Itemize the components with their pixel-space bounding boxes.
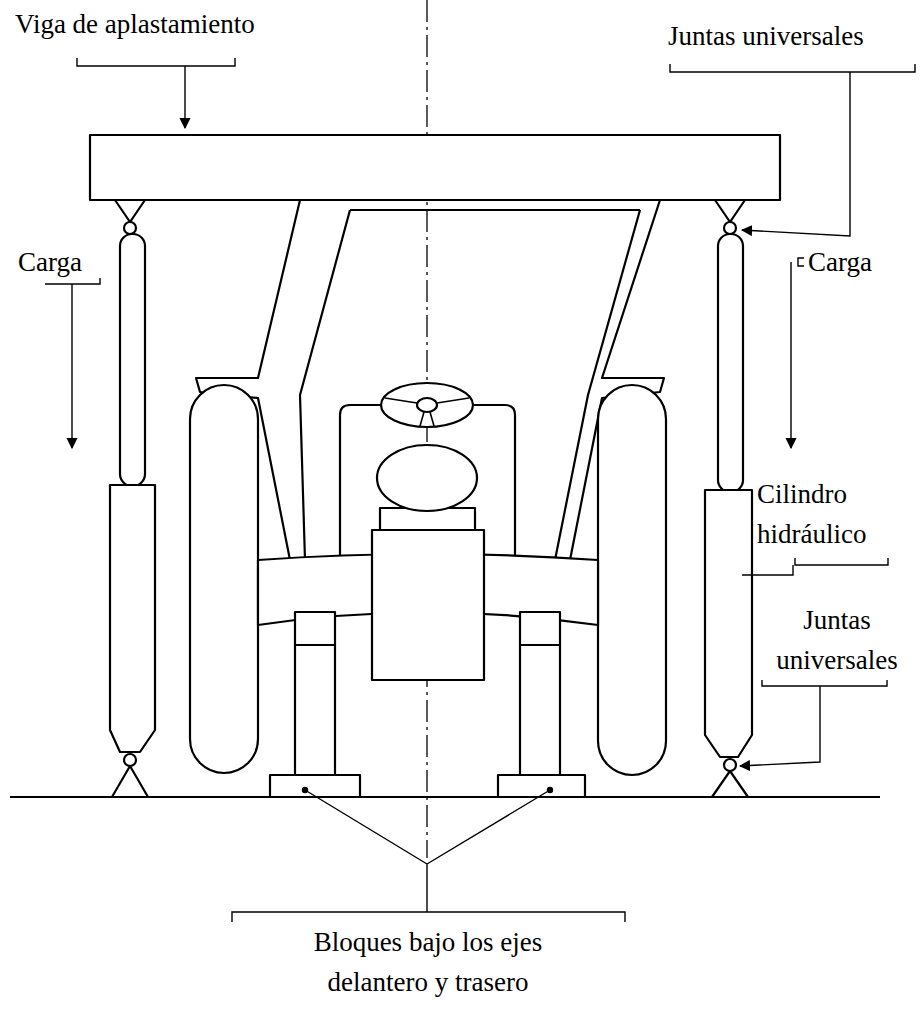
universal-joint [124,754,136,766]
leader-line [742,558,888,575]
part-label: Juntas universales [762,600,912,680]
rops-left-inner [300,210,350,560]
joint-bracket [115,200,145,222]
hydraulic-cylinder [705,490,752,757]
joint-bracket [112,766,148,797]
block [270,775,360,797]
part-label: Carga [808,242,872,282]
part-label: Bloques bajo los ejes delantero y traser… [263,922,593,1002]
cylinder-rod [120,234,145,486]
rops-top-inner [350,209,640,211]
center-line [426,0,427,858]
steering-hub [417,398,437,412]
cylinder-rod [718,234,743,492]
leader-line [77,58,235,128]
universal-joint [124,222,136,234]
universal-joint [724,759,736,771]
crush-beam [90,135,780,200]
axle-stand [295,612,335,775]
seat [377,445,477,511]
ground-line [10,796,880,798]
part-label: Viga de aplastamiento [15,4,255,44]
part-label: Cilindro hidráulico [757,474,917,554]
axle-stand [520,612,560,775]
part-label: Carga [18,242,82,282]
axle-stand-band [520,644,560,646]
leader-line [740,680,887,766]
part-label: Juntas universales [668,16,864,56]
right-wheel [598,385,666,775]
joint-bracket [712,771,748,797]
axle-stand-band [295,644,335,646]
load-arrow [45,278,100,448]
universal-joint [724,222,736,234]
load-arrow [791,258,804,448]
steering-wheel [381,383,473,427]
block [498,775,585,797]
hydraulic-cylinder [110,485,155,752]
center-housing [372,530,484,680]
steering-spokes [385,398,469,426]
leader-dot [303,788,308,793]
leader-dot [548,788,553,793]
leader-line [670,64,915,236]
joint-bracket [715,200,745,222]
left-wheel [190,385,258,773]
leader-line [232,790,625,922]
